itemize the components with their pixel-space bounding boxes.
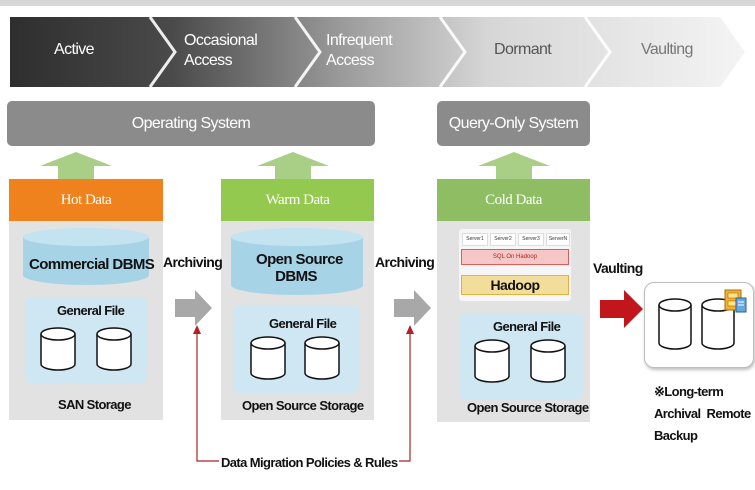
hot-data-header: Hot Data <box>9 179 163 221</box>
operating-system-label: Operating System <box>131 114 251 132</box>
warm-general-file-label: General File <box>269 316 337 331</box>
stage-occasional-access: Occasional Access <box>184 32 258 69</box>
archiving-label-1: Archiving <box>163 254 223 270</box>
hadoop-bar: Hadoop <box>461 275 569 295</box>
policy-label: Data Migration Policies & Rules <box>219 455 400 470</box>
open-source-dbms-label: Open Source DBMS <box>256 251 343 285</box>
stage-vaulting: Vaulting <box>641 41 693 58</box>
cold-up-arrow <box>478 152 550 180</box>
query-only-system-box: Query-Only System <box>437 101 590 146</box>
cold-general-file-label: General File <box>493 319 561 334</box>
warm-data-header: Warm Data <box>221 179 374 221</box>
sql-on-hadoop-bar: SQL On Hadoop <box>461 249 569 265</box>
warm-up-arrow <box>257 152 329 180</box>
operating-system-box: Operating System <box>7 101 375 146</box>
hot-data-panel: Hot Data Commercial DBMS General File SA… <box>9 179 163 420</box>
hot-file-cylinder-1 <box>40 327 76 371</box>
hot-general-file-label: General File <box>57 303 125 318</box>
server-n: ServerN <box>546 233 570 246</box>
cold-data-panel: Cold Data Server1 Server2 Server3 Server… <box>437 179 590 422</box>
san-storage-label: SAN Storage <box>58 397 131 412</box>
cold-file-cylinder-1 <box>474 339 510 383</box>
stage-dormant: Dormant <box>494 41 552 58</box>
warm-file-cylinder-1 <box>250 336 286 380</box>
archiving-label-2: Archiving <box>375 254 435 270</box>
cold-open-source-storage-label: Open Source Storage <box>467 400 589 415</box>
stage-chevron-banner <box>0 0 755 88</box>
server-1: Server1 <box>462 233 488 246</box>
commercial-dbms-cylinder <box>23 228 149 285</box>
vault-cylinder-1 <box>658 298 692 350</box>
policy-connector <box>193 325 414 462</box>
server-3: Server3 <box>518 233 544 246</box>
vaulting-label: Vaulting <box>593 260 643 276</box>
stage-active: Active <box>54 41 95 58</box>
hot-up-arrow <box>40 152 112 180</box>
server-2: Server2 <box>490 233 516 246</box>
vaulting-arrow <box>600 290 643 328</box>
warm-file-cylinder-2 <box>304 336 340 380</box>
query-only-system-label: Query-Only System <box>448 114 579 132</box>
archiving-arrow-2 <box>394 290 431 326</box>
warm-data-panel: Warm Data Open Source DBMS General File … <box>221 179 374 420</box>
archiving-arrow-1 <box>175 290 212 326</box>
vault-description: ※Long-term Archival Remote Backup <box>654 384 751 443</box>
archive-cabinet-icon <box>724 289 747 313</box>
cold-file-cylinder-2 <box>530 339 566 383</box>
commercial-dbms-label: Commercial DBMS <box>29 256 155 273</box>
warm-open-source-storage-label: Open Source Storage <box>242 398 364 413</box>
stage-infrequent-access: Infrequent Access <box>326 32 393 69</box>
open-source-dbms-cylinder <box>231 228 363 295</box>
hot-file-cylinder-2 <box>96 327 132 371</box>
cold-data-header: Cold Data <box>437 179 590 221</box>
